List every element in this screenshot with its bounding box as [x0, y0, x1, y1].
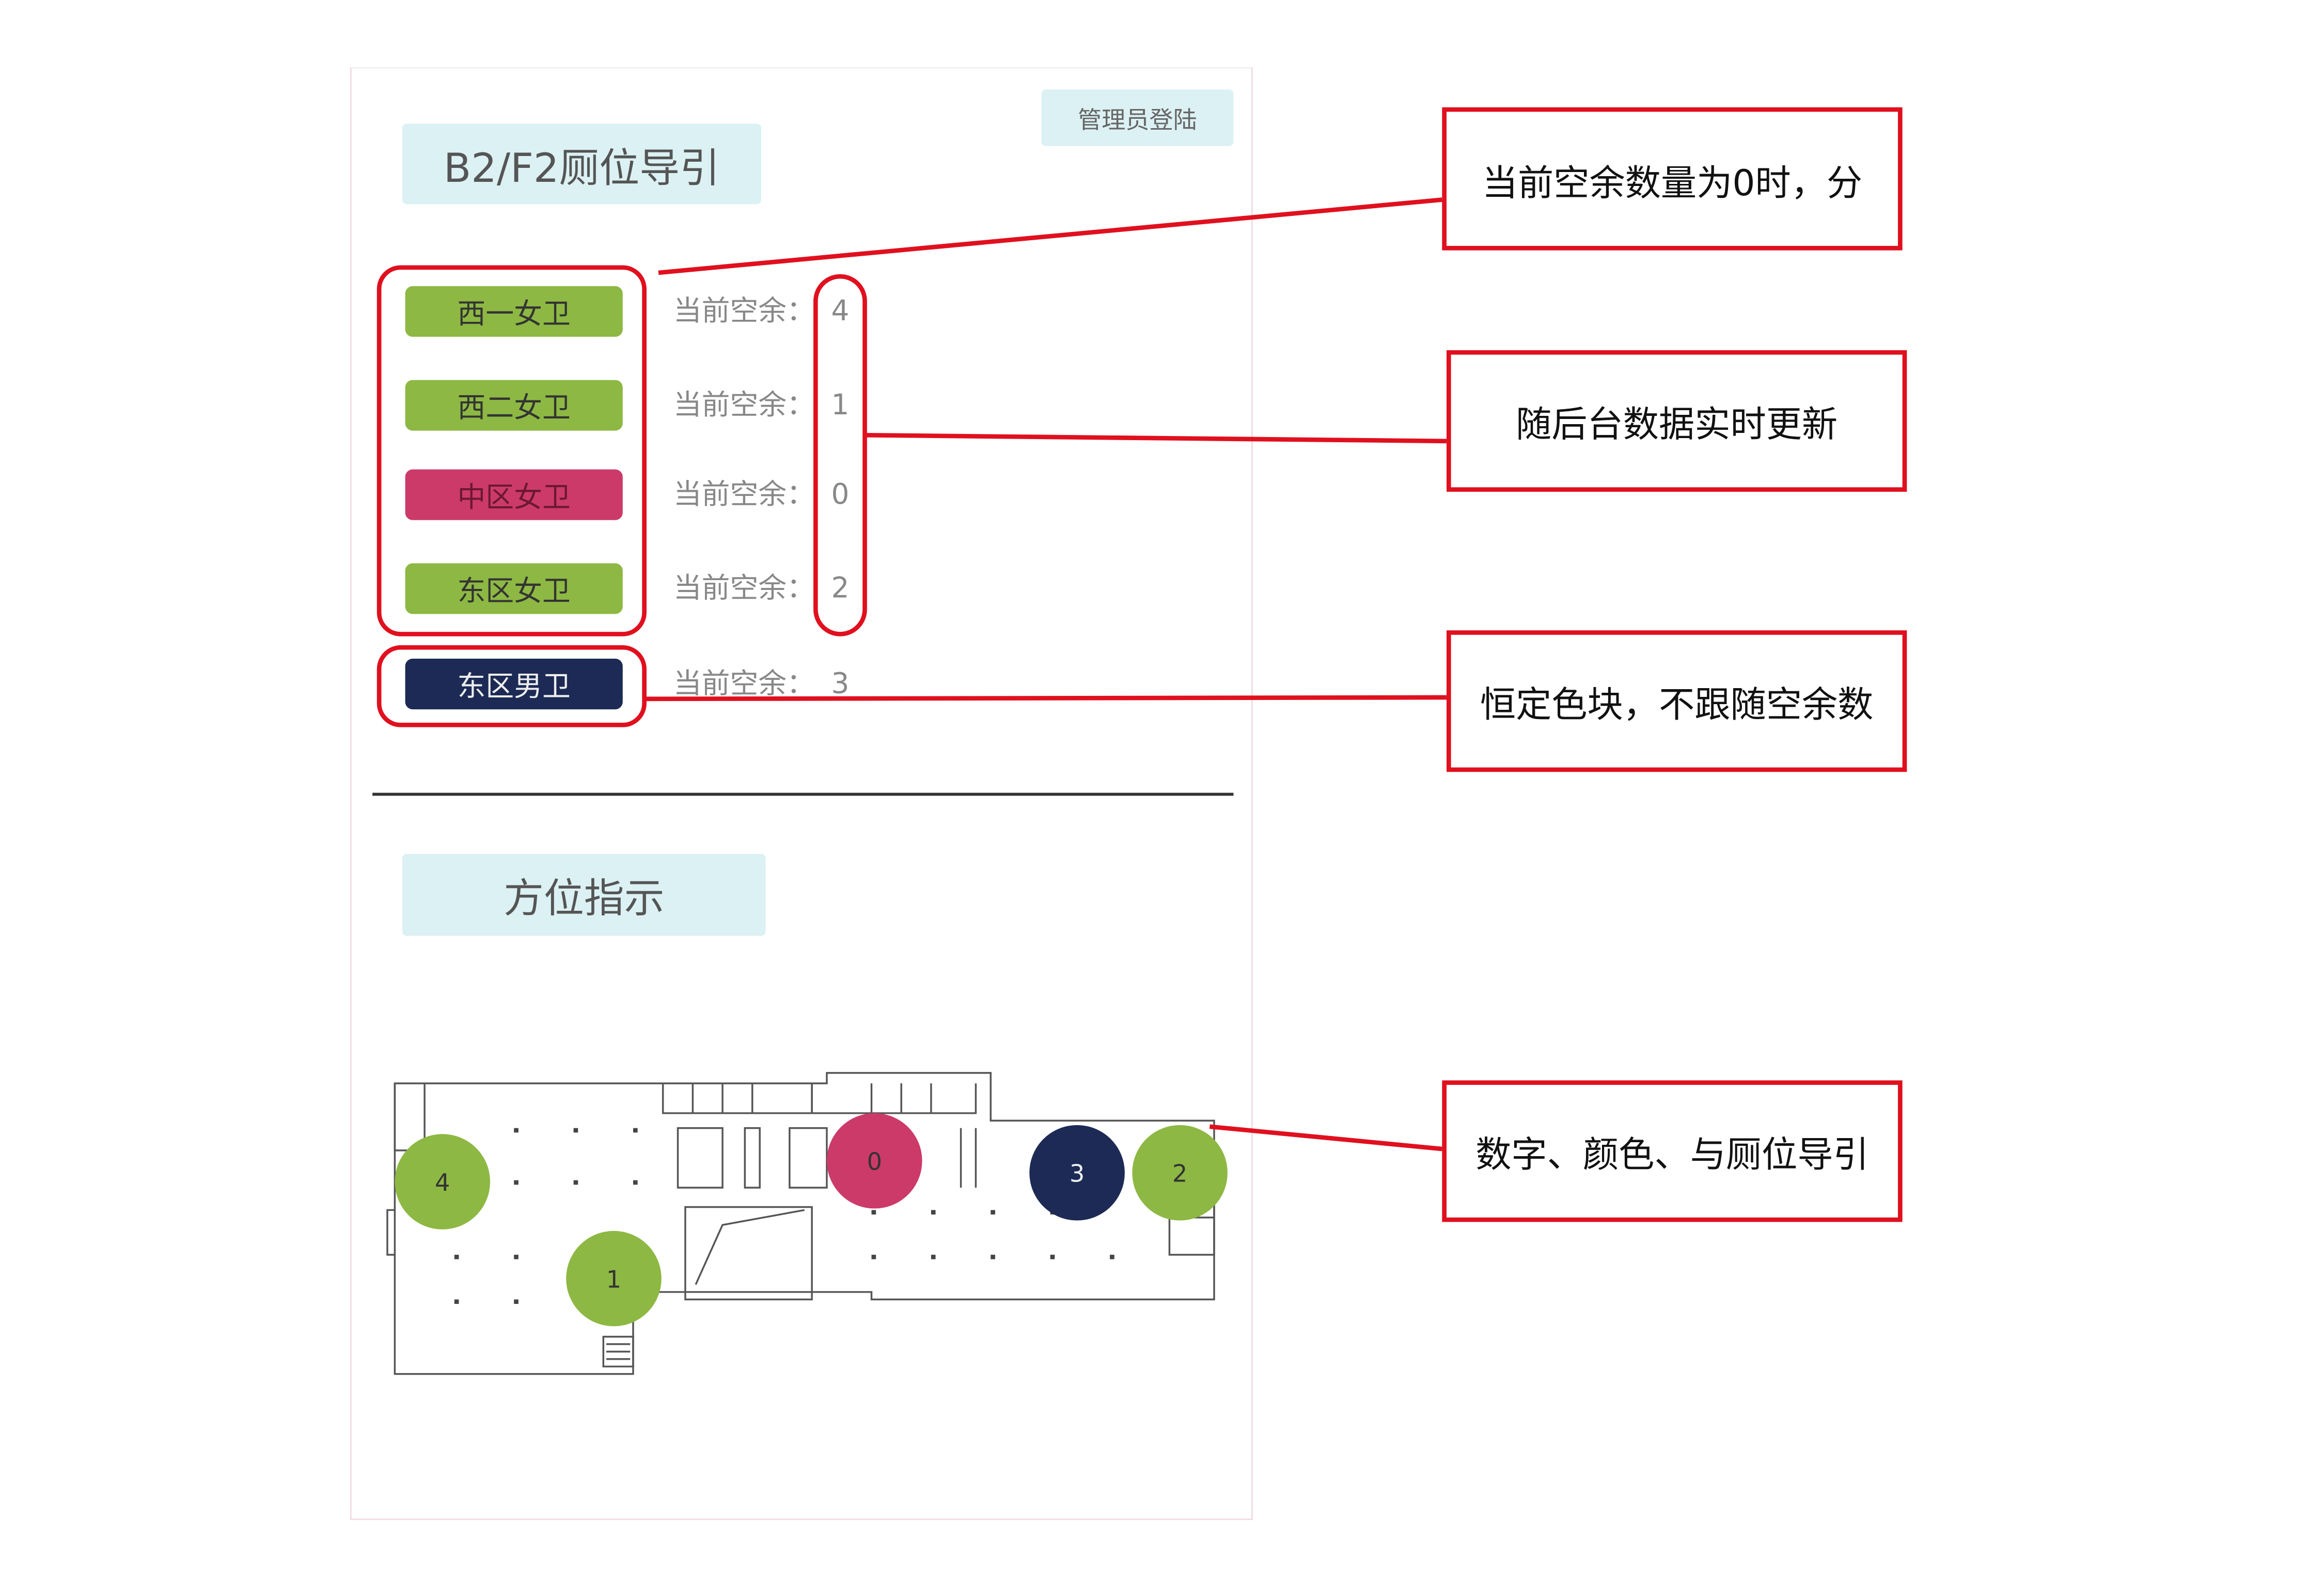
- map-pin-west2-female[interactable]: 1: [566, 1231, 662, 1327]
- column-dots: [454, 1128, 1114, 1304]
- vacancy-count: 2: [831, 572, 850, 605]
- admin-login-button[interactable]: 管理员登陆: [1041, 89, 1234, 146]
- divider: [372, 792, 1234, 796]
- vacancy-label: 当前空余：: [673, 572, 815, 605]
- highlight-ring-counts: [813, 274, 867, 636]
- vacancy-label: 当前空余：: [673, 478, 815, 511]
- phone-panel: [350, 67, 1253, 1520]
- vacancy-count: 0: [831, 478, 850, 511]
- restroom-button-center-female[interactable]: 中区女卫: [405, 469, 623, 520]
- restroom-button-east-male[interactable]: 东区男卫: [405, 658, 623, 710]
- annotation-fixed-color: 恒定色块，不跟随空余数: [1446, 630, 1907, 772]
- map-pin-center-female[interactable]: 0: [826, 1113, 922, 1209]
- annotation-zero-vacancy: 当前空余数量为0时，分: [1442, 107, 1903, 251]
- highlight-ring-male-button: [376, 645, 647, 727]
- map-pin-east-female[interactable]: 2: [1132, 1125, 1228, 1221]
- floor-plan-map: [386, 1072, 1215, 1375]
- map-pin-west1-female[interactable]: 4: [395, 1134, 491, 1230]
- highlight-ring-buttons: [376, 265, 647, 636]
- section-title-orientation: 方位指示: [402, 853, 766, 936]
- vacancy-label: 当前空余：: [673, 295, 815, 328]
- annotation-realtime-update: 随后台数据实时更新: [1446, 350, 1907, 492]
- restroom-button-west2-female[interactable]: 西二女卫: [405, 380, 623, 431]
- page-title: B2/F2厕位导引: [402, 123, 762, 205]
- map-pin-east-male[interactable]: 3: [1029, 1125, 1125, 1221]
- restroom-button-west1-female[interactable]: 西一女卫: [405, 286, 623, 337]
- vacancy-count: 3: [831, 667, 850, 701]
- vacancy-label: 当前空余：: [673, 388, 815, 422]
- vacancy-label: 当前空余：: [673, 667, 815, 701]
- restroom-button-east-female[interactable]: 东区女卫: [405, 563, 623, 614]
- vacancy-count: 1: [831, 388, 850, 422]
- annotation-map-match: 数字、颜色、与厕位导引: [1442, 1080, 1903, 1222]
